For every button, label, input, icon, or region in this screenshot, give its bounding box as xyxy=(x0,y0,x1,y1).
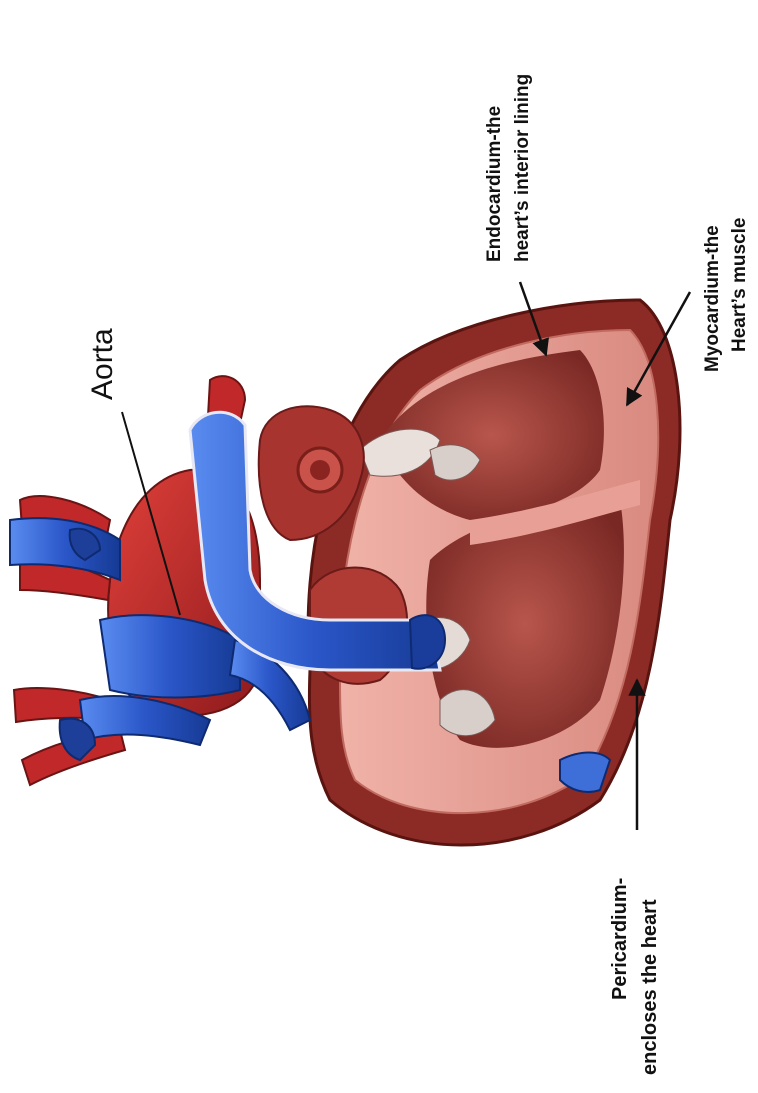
endocardium-label-line1: Endocardium-the xyxy=(484,106,505,262)
pericardium-label-line1: Pericardium- xyxy=(609,878,631,1000)
myocardium-label-line1: Myocardium-the xyxy=(702,225,723,372)
endocardium-label-line2: heart’s interior lining xyxy=(512,74,533,262)
myocardium-label-line2: Heart’s muscle xyxy=(729,218,750,352)
aorta-label: Aorta xyxy=(86,328,119,400)
pericardium-label-line2: encloses the heart xyxy=(639,899,661,1075)
